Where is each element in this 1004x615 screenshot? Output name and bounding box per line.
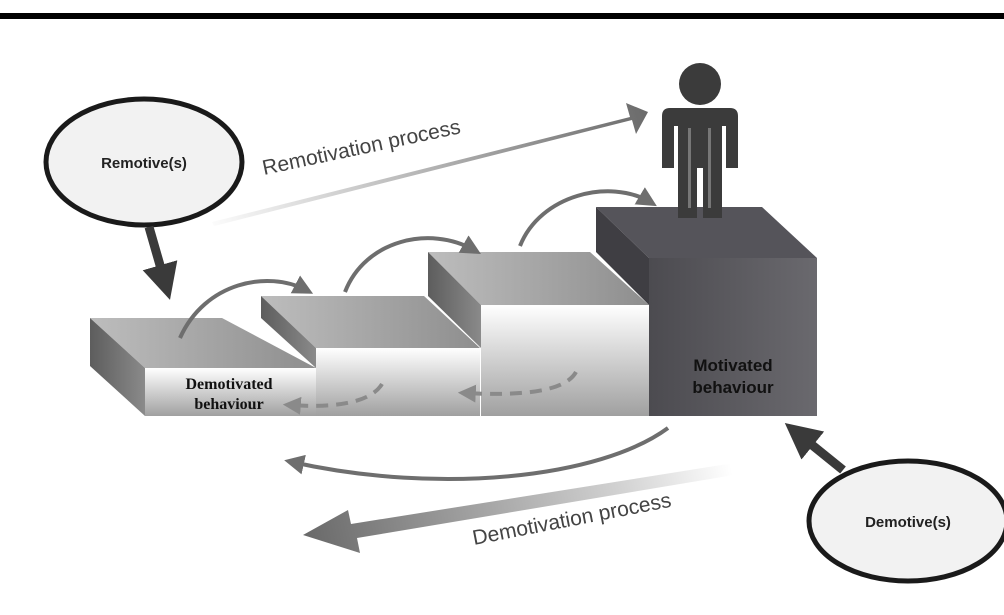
- remotivation-arrow: [212, 103, 648, 226]
- top-rule: [0, 13, 1004, 19]
- demotivation-arrow: [303, 462, 740, 553]
- demotivated-label-line1: Demotivated: [185, 376, 272, 393]
- step-3: [428, 252, 649, 416]
- progress-arrow-2: [343, 235, 481, 293]
- demotivation-curve-arrow: [284, 426, 670, 482]
- demotivated-label-line2: behaviour: [194, 396, 263, 413]
- step-4-motivated: [596, 207, 817, 416]
- remotive-label: Remotive(s): [101, 155, 187, 172]
- regress-dashed-arrow-2: [457, 370, 578, 403]
- progress-arrow-3: [518, 187, 657, 247]
- motivated-label-line2: behaviour: [692, 378, 774, 397]
- remotive-arrow: [142, 225, 178, 300]
- progress-arrow-1: [178, 275, 314, 339]
- motivated-label-line1: Motivated: [693, 356, 772, 375]
- demotive-label: Demotive(s): [865, 514, 951, 531]
- remotive-ellipse: [43, 96, 245, 228]
- demotive-arrow: [784, 422, 846, 474]
- demotive-ellipse: [806, 458, 1004, 584]
- person-icon: [662, 63, 738, 218]
- regress-dashed-arrow-1: [282, 382, 384, 415]
